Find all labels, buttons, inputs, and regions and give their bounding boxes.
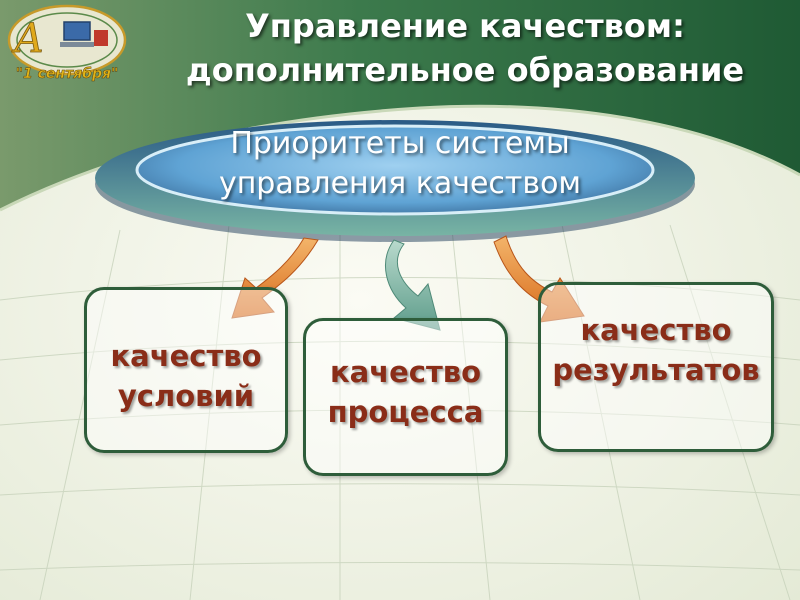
slide-title: Управление качеством: дополнительное обр… xyxy=(140,4,790,92)
book-icon xyxy=(94,30,108,46)
title-line-1: Управление качеством: xyxy=(245,7,685,45)
arrow-to-conditions xyxy=(231,237,319,319)
node-label-results: качество результатов xyxy=(538,310,774,390)
arrow-to-process xyxy=(385,239,441,331)
computer-icon xyxy=(63,21,91,41)
logo-letter: А xyxy=(11,16,44,62)
title-line-2: дополнительное образование xyxy=(185,51,745,89)
logo-caption: "1 сентября" xyxy=(16,66,119,82)
newspaper-logo: А "1 сентября" xyxy=(7,4,127,82)
node-results-line-1: качество xyxy=(580,313,732,347)
priorities-ellipse xyxy=(95,120,695,242)
center-line-2: управления качеством xyxy=(218,166,582,201)
node-conditions-line-2: условий xyxy=(117,379,255,413)
node-process-line-2: процесса xyxy=(327,395,484,429)
node-label-conditions: качество условий xyxy=(84,336,288,416)
node-results-line-2: результатов xyxy=(552,353,760,387)
node-box-process xyxy=(303,318,508,476)
center-label: Приоритеты системы управления качеством xyxy=(150,124,650,204)
node-box-conditions xyxy=(84,287,288,453)
node-process-line-1: качество xyxy=(329,355,482,389)
node-label-process: качество процесса xyxy=(303,352,508,432)
node-box-results xyxy=(538,282,774,452)
node-conditions-line-1: качество xyxy=(110,339,262,373)
center-line-1: Приоритеты системы xyxy=(230,126,570,161)
